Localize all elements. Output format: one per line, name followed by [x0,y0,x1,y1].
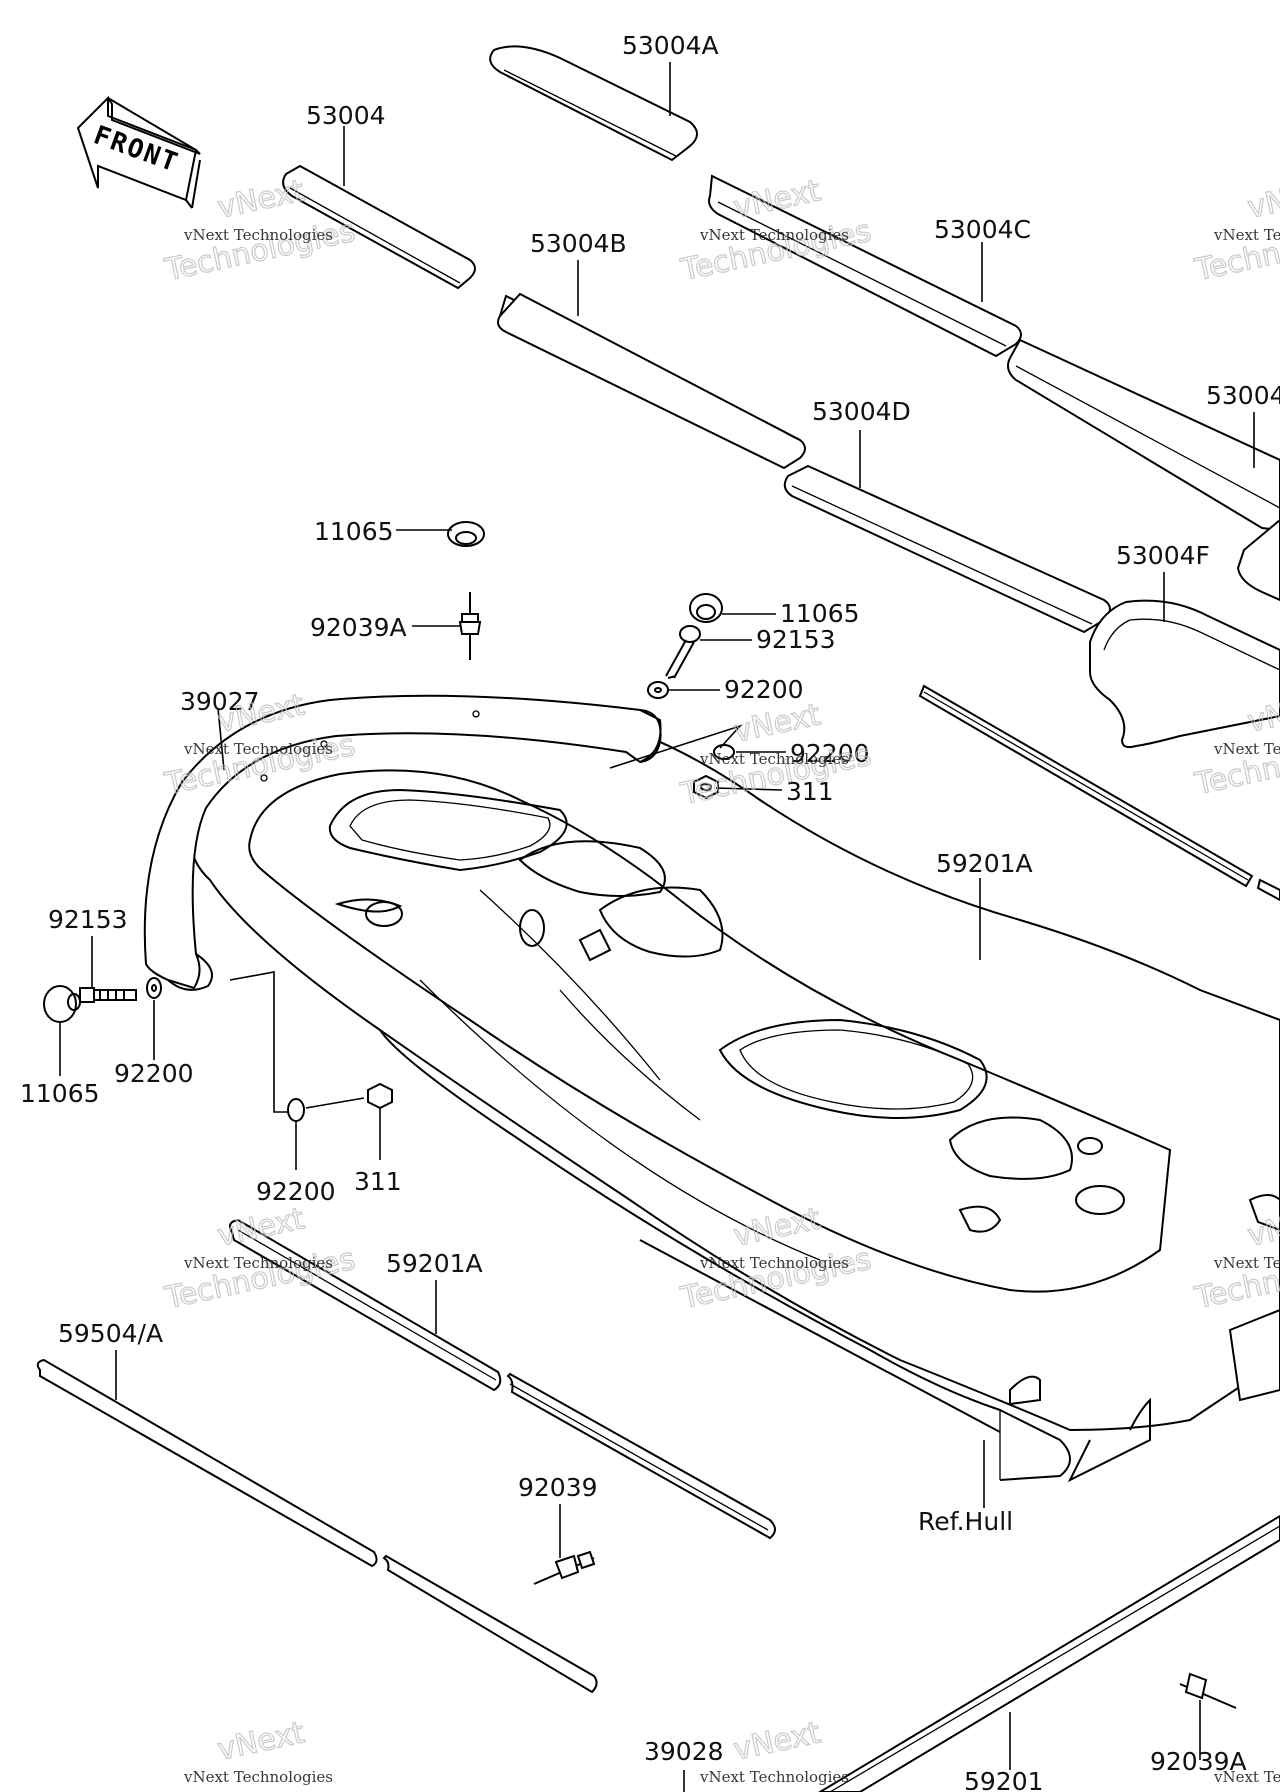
washer-92200-left-icon [146,977,162,999]
leader-lines [59,62,1255,1792]
rail-strip-upper [918,684,1280,902]
svg-text:vNext Technologies: vNext Technologies [699,226,849,244]
rivet-92039A-bottom-icon [1179,1672,1237,1709]
svg-text:vNext Technologies: vNext Technologies [1213,740,1280,758]
part-labels: 53004A 53004 53004B 53004C 53004D 53004 … [20,31,1280,1792]
label-92200-right2: 92200 [790,739,870,768]
watermark: vNext vNext Technologies [183,1715,333,1786]
label-92153-right: 92153 [756,625,836,654]
label-92200-bottom: 92200 [256,1177,336,1206]
rail-59201A-left [229,1218,776,1540]
label-92200-right: 92200 [724,675,804,704]
label-53004A: 53004A [622,31,719,60]
rivet-92039A-top-icon [458,592,482,660]
rail-59201-bottom [818,1514,1280,1792]
label-59201A-right: 59201A [936,849,1033,878]
label-39027: 39027 [180,687,260,716]
mat-53004A [489,45,698,162]
watermark: vNext Technologies [1213,1768,1280,1786]
label-92039: 92039 [518,1473,598,1502]
washer-92200-bottom-icon [287,1098,305,1122]
label-92200-left: 92200 [114,1059,194,1088]
mat-53004C [708,174,1022,358]
svg-text:Technologies: Technologies [161,214,358,289]
svg-text:Technologies: Technologies [1191,728,1280,803]
svg-text:vNext Technologies: vNext Technologies [1213,1768,1280,1786]
watermark: Technologies vNext vNext Technologies [677,697,875,813]
svg-text:vNext Technologies: vNext Technologies [183,1768,333,1786]
watermark: Technologies vNext vNext Technologies [1191,173,1280,289]
washer-92200-right2-icon [713,744,735,760]
label-53004B: 53004B [530,229,627,258]
svg-text:vNext Technologies: vNext Technologies [183,740,333,758]
label-39028: 39028 [644,1737,724,1766]
rivet-92039-bottom-icon [533,1550,596,1585]
grommet-11065-top-icon [447,521,485,547]
label-59201A-left: 59201A [386,1249,483,1278]
mat-53004 [282,164,476,290]
grommet-11065-right-icon [689,593,723,623]
label-53004F: 53004F [1116,541,1210,570]
svg-text:vNext Technologies: vNext Technologies [699,1768,849,1786]
label-53004C: 53004C [934,215,1031,244]
svg-text:vNext Technologies: vNext Technologies [183,1254,333,1272]
svg-text:Technologies: Technologies [677,738,874,813]
bolt-92153-right-icon [665,625,701,679]
front-arrow-icon: FRONT [76,95,201,209]
washer-92200-right-icon [647,681,669,699]
label-53004: 53004 [306,101,386,130]
label-53004D: 53004D [812,397,911,426]
grommet-11065-left-icon [43,985,81,1023]
label-92039A-bottom: 92039A [1150,1747,1247,1776]
svg-text:vNext Technologies: vNext Technologies [183,226,333,244]
svg-text:vNext: vNext [215,173,308,226]
bumper-39027 [143,694,662,991]
mat-53004E-partial [1007,338,1280,532]
label-92039A-top: 92039A [310,613,407,642]
mat-53004D [783,464,1111,634]
label-11065-right: 11065 [780,599,860,628]
nut-311-right-icon [693,774,719,800]
mat-53004F [1089,518,1280,749]
nut-311-bottom-icon [367,1082,393,1110]
svg-text:vNext Technologies: vNext Technologies [699,1254,849,1272]
label-59504A: 59504/A [58,1319,163,1348]
label-11065-left: 11065 [20,1079,100,1108]
label-59201: 59201 [964,1767,1044,1792]
svg-text:vNext Technologies: vNext Technologies [699,750,849,768]
rail-59504-left [36,1358,598,1694]
label-311-bottom: 311 [354,1167,402,1196]
svg-text:vNext Technologies: vNext Technologies [1213,226,1280,244]
svg-text:Technologies: Technologies [1191,214,1280,289]
svg-text:vNext: vNext [215,1715,308,1768]
svg-text:vNext Technologies: vNext Technologies [1213,1254,1280,1272]
svg-text:vNext: vNext [731,1715,824,1768]
label-92153-left: 92153 [48,905,128,934]
svg-text:vNext: vNext [1245,173,1280,226]
bolt-92153-left-icon [79,987,137,1003]
hull-deck [188,699,1280,1483]
label-53004-partial: 53004 [1206,381,1280,410]
label-311-right: 311 [786,777,834,806]
mat-53004B [497,292,806,470]
label-11065-top: 11065 [314,517,394,546]
label-ref-hull: Ref.Hull [918,1507,1013,1536]
watermark: Technologies vNext vNext Technologies [161,1201,359,1317]
